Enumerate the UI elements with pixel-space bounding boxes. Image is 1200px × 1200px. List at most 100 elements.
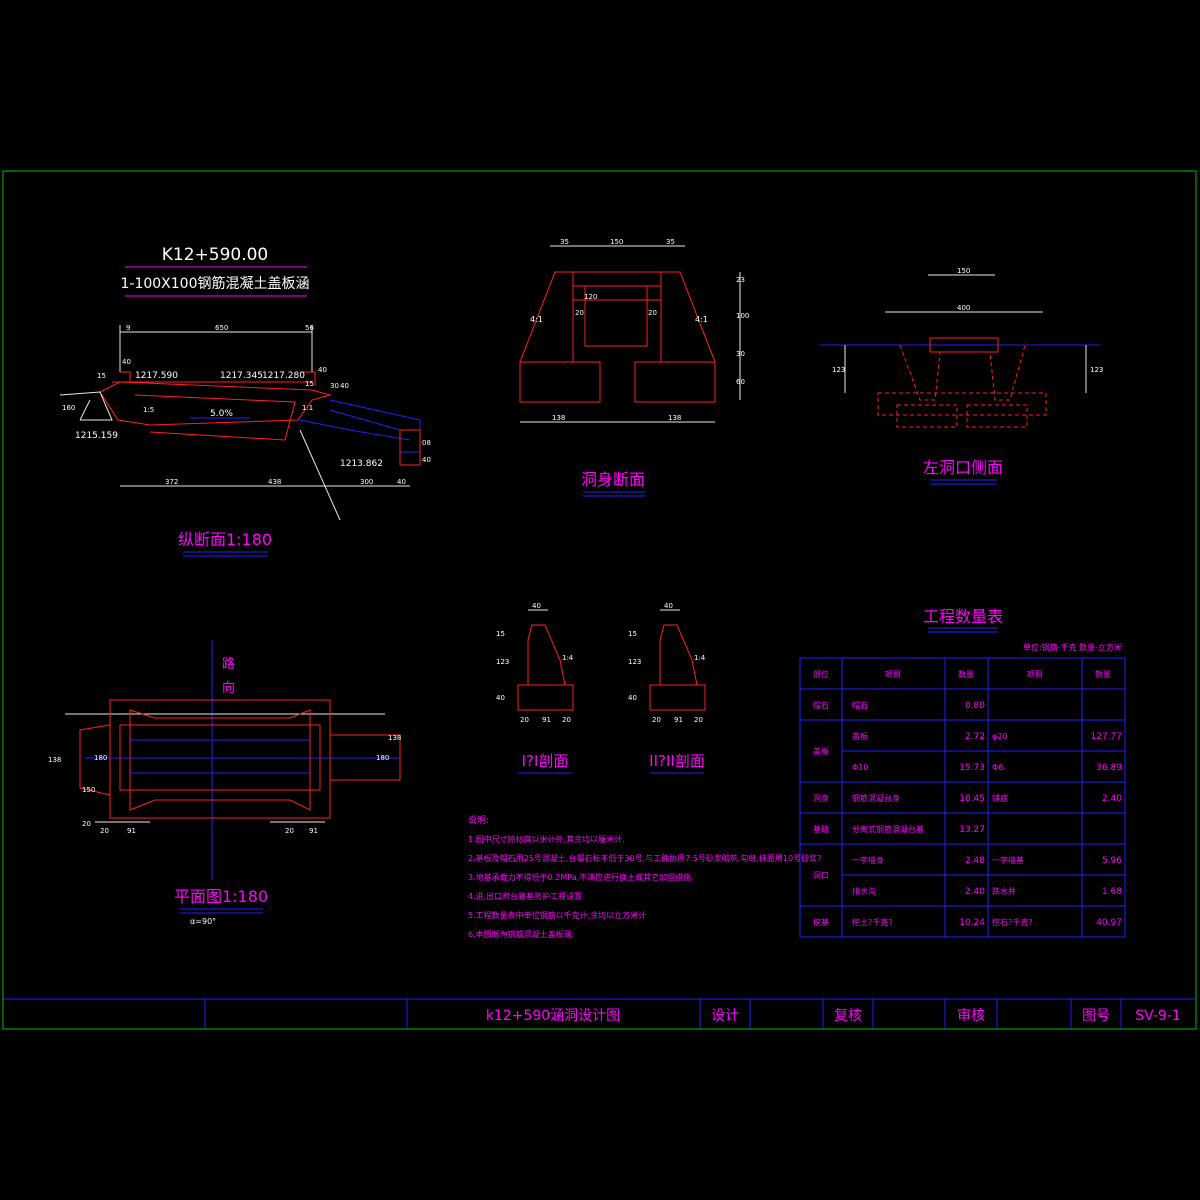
- row-qty2: 40.97: [1096, 918, 1122, 928]
- plan-dim-left-4: 20: [82, 820, 91, 828]
- row-part: 挖基: [813, 917, 829, 927]
- row-qty1: 13.27: [959, 825, 985, 835]
- side-dim-top: 150: [957, 267, 970, 275]
- profile-elev-4: 1215.159: [75, 431, 118, 441]
- row-part: 洞口: [813, 870, 829, 880]
- wing-section-2: 40 15 123 40 1:4 20 91 20 II?II剖面: [628, 602, 706, 774]
- row-part: 洞身: [813, 793, 829, 803]
- section-title: 洞身断面: [581, 470, 645, 489]
- quantity-header: 数量: [1095, 669, 1111, 679]
- profile-title: 纵断面1:180: [178, 530, 272, 549]
- quantity-header: 数量: [958, 669, 974, 679]
- plan-dim-bottom-left-1: 20: [100, 827, 109, 835]
- note-item: 1.图中尺寸除标高以米计外,其余均以厘米计.: [468, 834, 625, 844]
- side-title: 左洞口侧面: [923, 458, 1003, 477]
- row-qty1: 18.45: [959, 794, 985, 804]
- row-item2: 一字墙基: [992, 855, 1024, 865]
- section-dim-inner-1: 120: [584, 293, 597, 301]
- row-item2: 铺底: [992, 793, 1008, 803]
- row-item2: 挖石?千克?: [992, 917, 1033, 927]
- row-item1: 帽石: [852, 700, 868, 710]
- row-item1: 分离式钢筋混凝台基: [852, 824, 924, 834]
- profile-dim-bottom-1: 372: [165, 478, 178, 486]
- note-item: 3.地基承载力不得低于0.2MPa,不满应进行换土或其它加固措施.: [468, 872, 694, 882]
- wing1-dim-left-1: 15: [496, 630, 505, 638]
- profile-dim-bottom-4: 40: [397, 478, 406, 486]
- section-ratio-right: 4:1: [695, 315, 708, 324]
- row-qty2: 127.77: [1091, 732, 1123, 742]
- plan-dim-left-1: 138: [48, 756, 61, 764]
- plan-dim-bottom-left-2: 91: [127, 827, 136, 835]
- wing2-dim-left-1: 15: [628, 630, 637, 638]
- row-part: 基础: [813, 824, 829, 834]
- profile-dim-left-height: 160: [62, 404, 75, 412]
- section-dim-right-4: 60: [736, 378, 745, 386]
- quantity-header: 项目: [885, 670, 901, 679]
- wing1-dim-left-3: 40: [496, 694, 505, 702]
- row-qty1: 15.73: [959, 763, 985, 773]
- row-qty2: 36.89: [1096, 763, 1122, 773]
- profile-elev-2: 1217.345: [220, 371, 263, 381]
- row-item1: 排水沟: [852, 886, 876, 896]
- profile-dim-right-1: 08: [422, 439, 431, 447]
- drawing-name: k12+590涵洞设计图: [486, 1008, 620, 1024]
- row-item1: 钢筋混凝台身: [852, 793, 900, 803]
- row-qty1: 2.40: [965, 887, 985, 897]
- portal-side-view: 150 400 123 123 左洞口侧面: [820, 267, 1103, 485]
- row-item2: φ20: [992, 732, 1007, 741]
- profile-dim-bottom-2: 438: [268, 478, 281, 486]
- wing2-dim-left-2: 123: [628, 658, 641, 666]
- row-item1: 盖板: [852, 731, 868, 741]
- profile-dim-small-3: 15: [97, 372, 106, 380]
- profile-dim-small-2: 40: [318, 366, 327, 374]
- note-item: 6.本图断为钢筋混凝土盖板涵.: [468, 929, 574, 939]
- wing2-dim-bottom-2: 91: [674, 716, 683, 724]
- profile-elev-1: 1217.590: [135, 371, 178, 381]
- note-item: 2.基板及帽石用25号混凝土,台帽石标不低于30号,与工确协用7.5号砂浆砌筑,…: [468, 853, 821, 863]
- profile-elev-5: 1213.862: [340, 459, 383, 469]
- quantity-table: 工程数量表 单位:钢筋-千克 数量-立方米 部位 项目 数量 项目 数量 帽石 …: [799, 607, 1126, 938]
- profile-dim-small-5: 30: [330, 382, 339, 390]
- profile-view: K12+590.00 1-100X100钢筋混凝土盖板涵 9 650 56 12…: [59, 245, 431, 557]
- section-dim-top-3: 35: [666, 238, 675, 246]
- profile-stake: K12+590.00: [162, 245, 269, 265]
- section-dim-bottom-2: 138: [668, 414, 681, 422]
- row-qty1: 2.72: [965, 732, 985, 742]
- quantity-unit-note: 单位:钢筋-千克 数量-立方米: [1023, 642, 1122, 652]
- row-qty2: 2.40: [1102, 794, 1122, 804]
- wing1-dim-bottom-1: 20: [520, 716, 529, 724]
- row-item2: 跌水井: [992, 886, 1016, 896]
- section-dim-inner-2: 20: [575, 309, 584, 317]
- side-dim-left: 123: [832, 366, 845, 374]
- profile-dim-bottom-3: 300: [360, 478, 373, 486]
- section-dim-bottom-1: 138: [552, 414, 565, 422]
- wing1-dim-top: 40: [532, 602, 541, 610]
- row-qty1: 0.80: [965, 701, 985, 711]
- sheet-frame: [2, 170, 1197, 1030]
- profile-dim-small-6: 40: [340, 382, 349, 390]
- profile-dim-top-left: 9: [126, 324, 130, 332]
- plan-dim-left-2: 180: [94, 754, 107, 762]
- plan-dim-right-1: 138: [388, 734, 401, 742]
- review-label: 复核: [834, 1007, 862, 1024]
- approve-label: 审核: [957, 1008, 985, 1024]
- profile-dim-small-4: 15: [305, 380, 314, 388]
- plan-view: 路 向 138 180 150 20 138 180 20 91 20 91 平…: [48, 640, 401, 926]
- wing2-dim-left-3: 40: [628, 694, 637, 702]
- section-dim-top-2: 150: [610, 238, 623, 246]
- wing2-dim-top: 40: [664, 602, 673, 610]
- side-dim-right: 123: [1090, 366, 1103, 374]
- wing2-dim-bottom-3: 20: [694, 716, 703, 724]
- note-item: 5.工程数量表中单位钢筋以千克计,余均以立方米计: [468, 910, 646, 920]
- sheet-number: SV-9-1: [1135, 1008, 1181, 1024]
- profile-slope: 5.0%: [210, 409, 233, 419]
- wing2-title: II?II剖面: [649, 752, 705, 770]
- plan-dim-right-2: 180: [376, 754, 389, 762]
- design-label: 设计: [711, 1008, 739, 1024]
- plan-dim-bottom-right-1: 20: [285, 827, 294, 835]
- section-dim-right-3: 30: [736, 350, 745, 358]
- section-dim-right-2: 100: [736, 312, 749, 320]
- plan-road-label-1: 路: [222, 656, 235, 672]
- profile-dim-right-2: 40: [422, 456, 431, 464]
